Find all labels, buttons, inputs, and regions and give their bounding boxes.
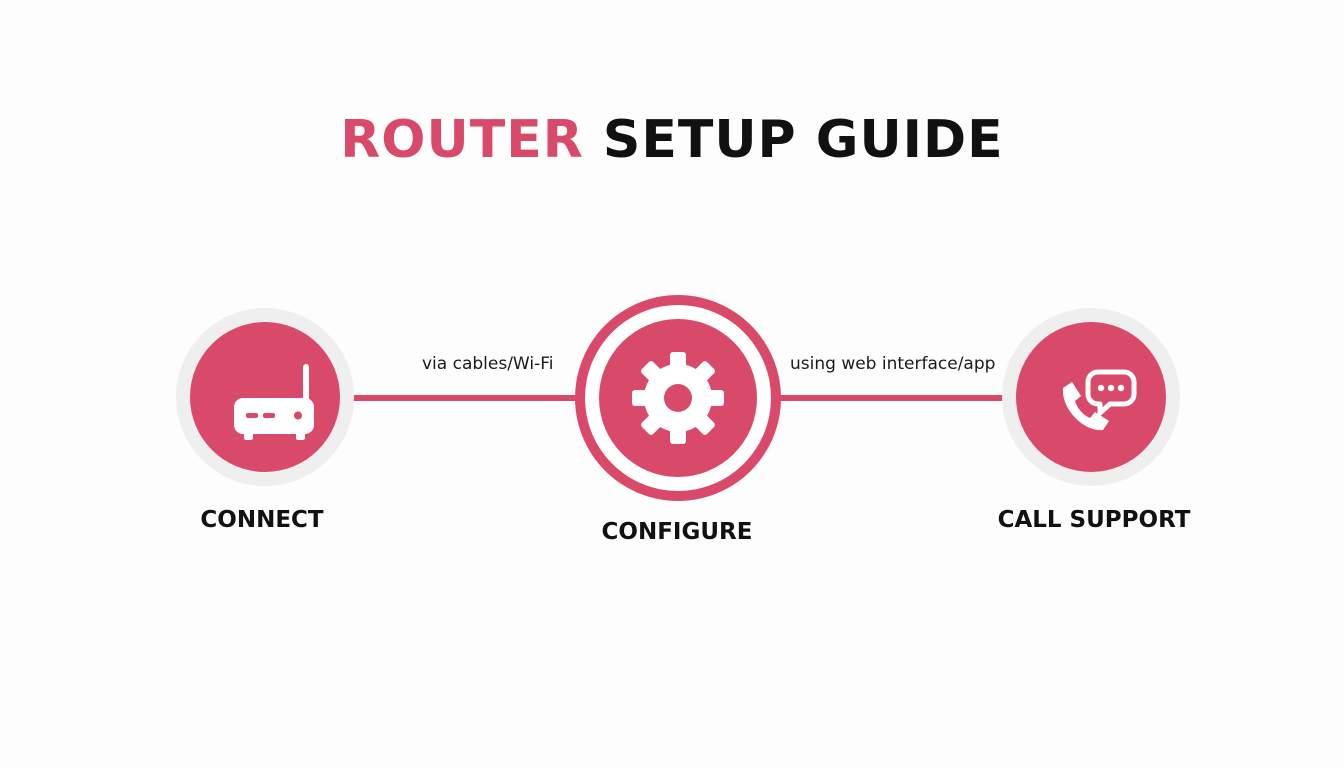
page-title: ROUTER SETUP GUIDE: [0, 108, 1344, 172]
step-label-connect: CONNECT: [200, 507, 324, 533]
step-label-call-support: CALL SUPPORT: [997, 507, 1191, 533]
step-support-circle: [1016, 322, 1166, 472]
connector-label-web-interface: using web interface/app: [790, 354, 996, 374]
step-configure-circle: [599, 319, 757, 477]
step-connect-circle: [190, 322, 340, 472]
connector-line-configure-support: [776, 395, 1006, 401]
connector-label-cables: via cables/Wi-Fi: [422, 354, 554, 374]
step-label-configure: CONFIGURE: [601, 519, 753, 545]
connector-line-connect-configure: [352, 395, 580, 401]
step-configure-node: [575, 295, 781, 501]
title-rest: SETUP GUIDE: [583, 110, 1004, 170]
step-support-node: [1002, 308, 1180, 486]
title-accent: ROUTER: [340, 110, 584, 170]
step-connect-node: [176, 308, 354, 486]
